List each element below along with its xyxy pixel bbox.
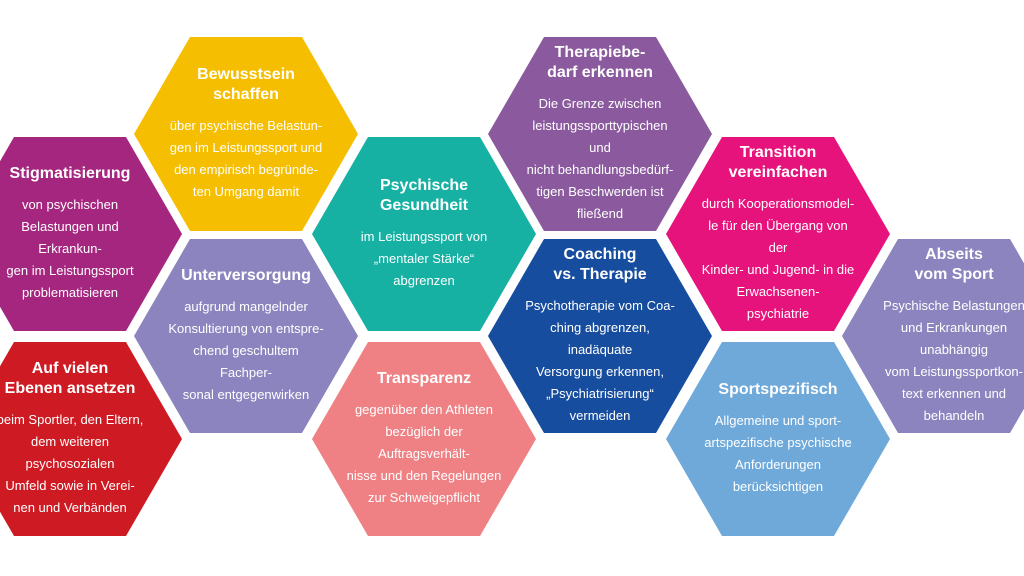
hex-description: im Leistungssport von „mentaler Stärke“ … <box>360 229 488 288</box>
hex-title: Abseits vom Sport <box>914 246 994 283</box>
hex-therapiebedarf: Therapiebe- darf erkennen Die Grenze zwi… <box>488 37 712 231</box>
hex-description: Die Grenze zwischen leistungssporttypisc… <box>526 96 674 221</box>
hex-description: beim Sportler, den Eltern, dem weiteren … <box>0 412 144 515</box>
hex-bewusstsein: Bewusstsein schaffen über psychische Bel… <box>134 37 358 231</box>
hex-title: Psychische Gesundheit <box>379 177 469 214</box>
hex-transparenz: Transparenz gegenüber den Athleten bezüg… <box>312 342 536 536</box>
hex-title: Unterversorgung <box>181 267 311 284</box>
hex-sportspezifisch: Sportspezifisch Allgemeine und sport- ar… <box>666 342 890 536</box>
hex-title: Transition vereinfachen <box>728 144 828 181</box>
hex-description: über psychische Belastun- gen im Leistun… <box>169 118 323 199</box>
hex-description: von psychischen Belastungen und Erkranku… <box>6 197 134 300</box>
hex-unterversorgung: Unterversorgung aufgrund mangelnder Kons… <box>134 239 358 433</box>
hex-title: Bewusstsein schaffen <box>197 66 295 103</box>
hex-description: Psychotherapie vom Coa- ching abgrenzen,… <box>525 298 675 423</box>
hex-title: Coaching vs. Therapie <box>553 246 647 283</box>
hex-description: Allgemeine und sport- artspezifische psy… <box>704 413 852 494</box>
hex-description: gegenüber den Athleten bezüglich der Auf… <box>346 402 502 505</box>
hex-title: Therapiebe- darf erkennen <box>547 44 653 81</box>
hex-description: durch Kooperationsmodel- le für den Über… <box>701 196 855 321</box>
hex-transition: Transition vereinfachen durch Kooperatio… <box>666 137 890 331</box>
hex-gesundheit: Psychische Gesundheit im Leistungssport … <box>312 137 536 331</box>
hex-title: Transparenz <box>376 370 472 387</box>
hex-description: Psychische Belastungen und Erkrankungen … <box>883 298 1024 423</box>
hex-title: Stigmatisierung <box>9 165 131 182</box>
hex-coaching: Coaching vs. Therapie Psychotherapie vom… <box>488 239 712 433</box>
hex-title: Sportspezifisch <box>718 381 838 398</box>
hex-description: aufgrund mangelnder Konsultierung von en… <box>168 299 324 402</box>
hex-title: Auf vielen Ebenen ansetzen <box>4 360 136 397</box>
